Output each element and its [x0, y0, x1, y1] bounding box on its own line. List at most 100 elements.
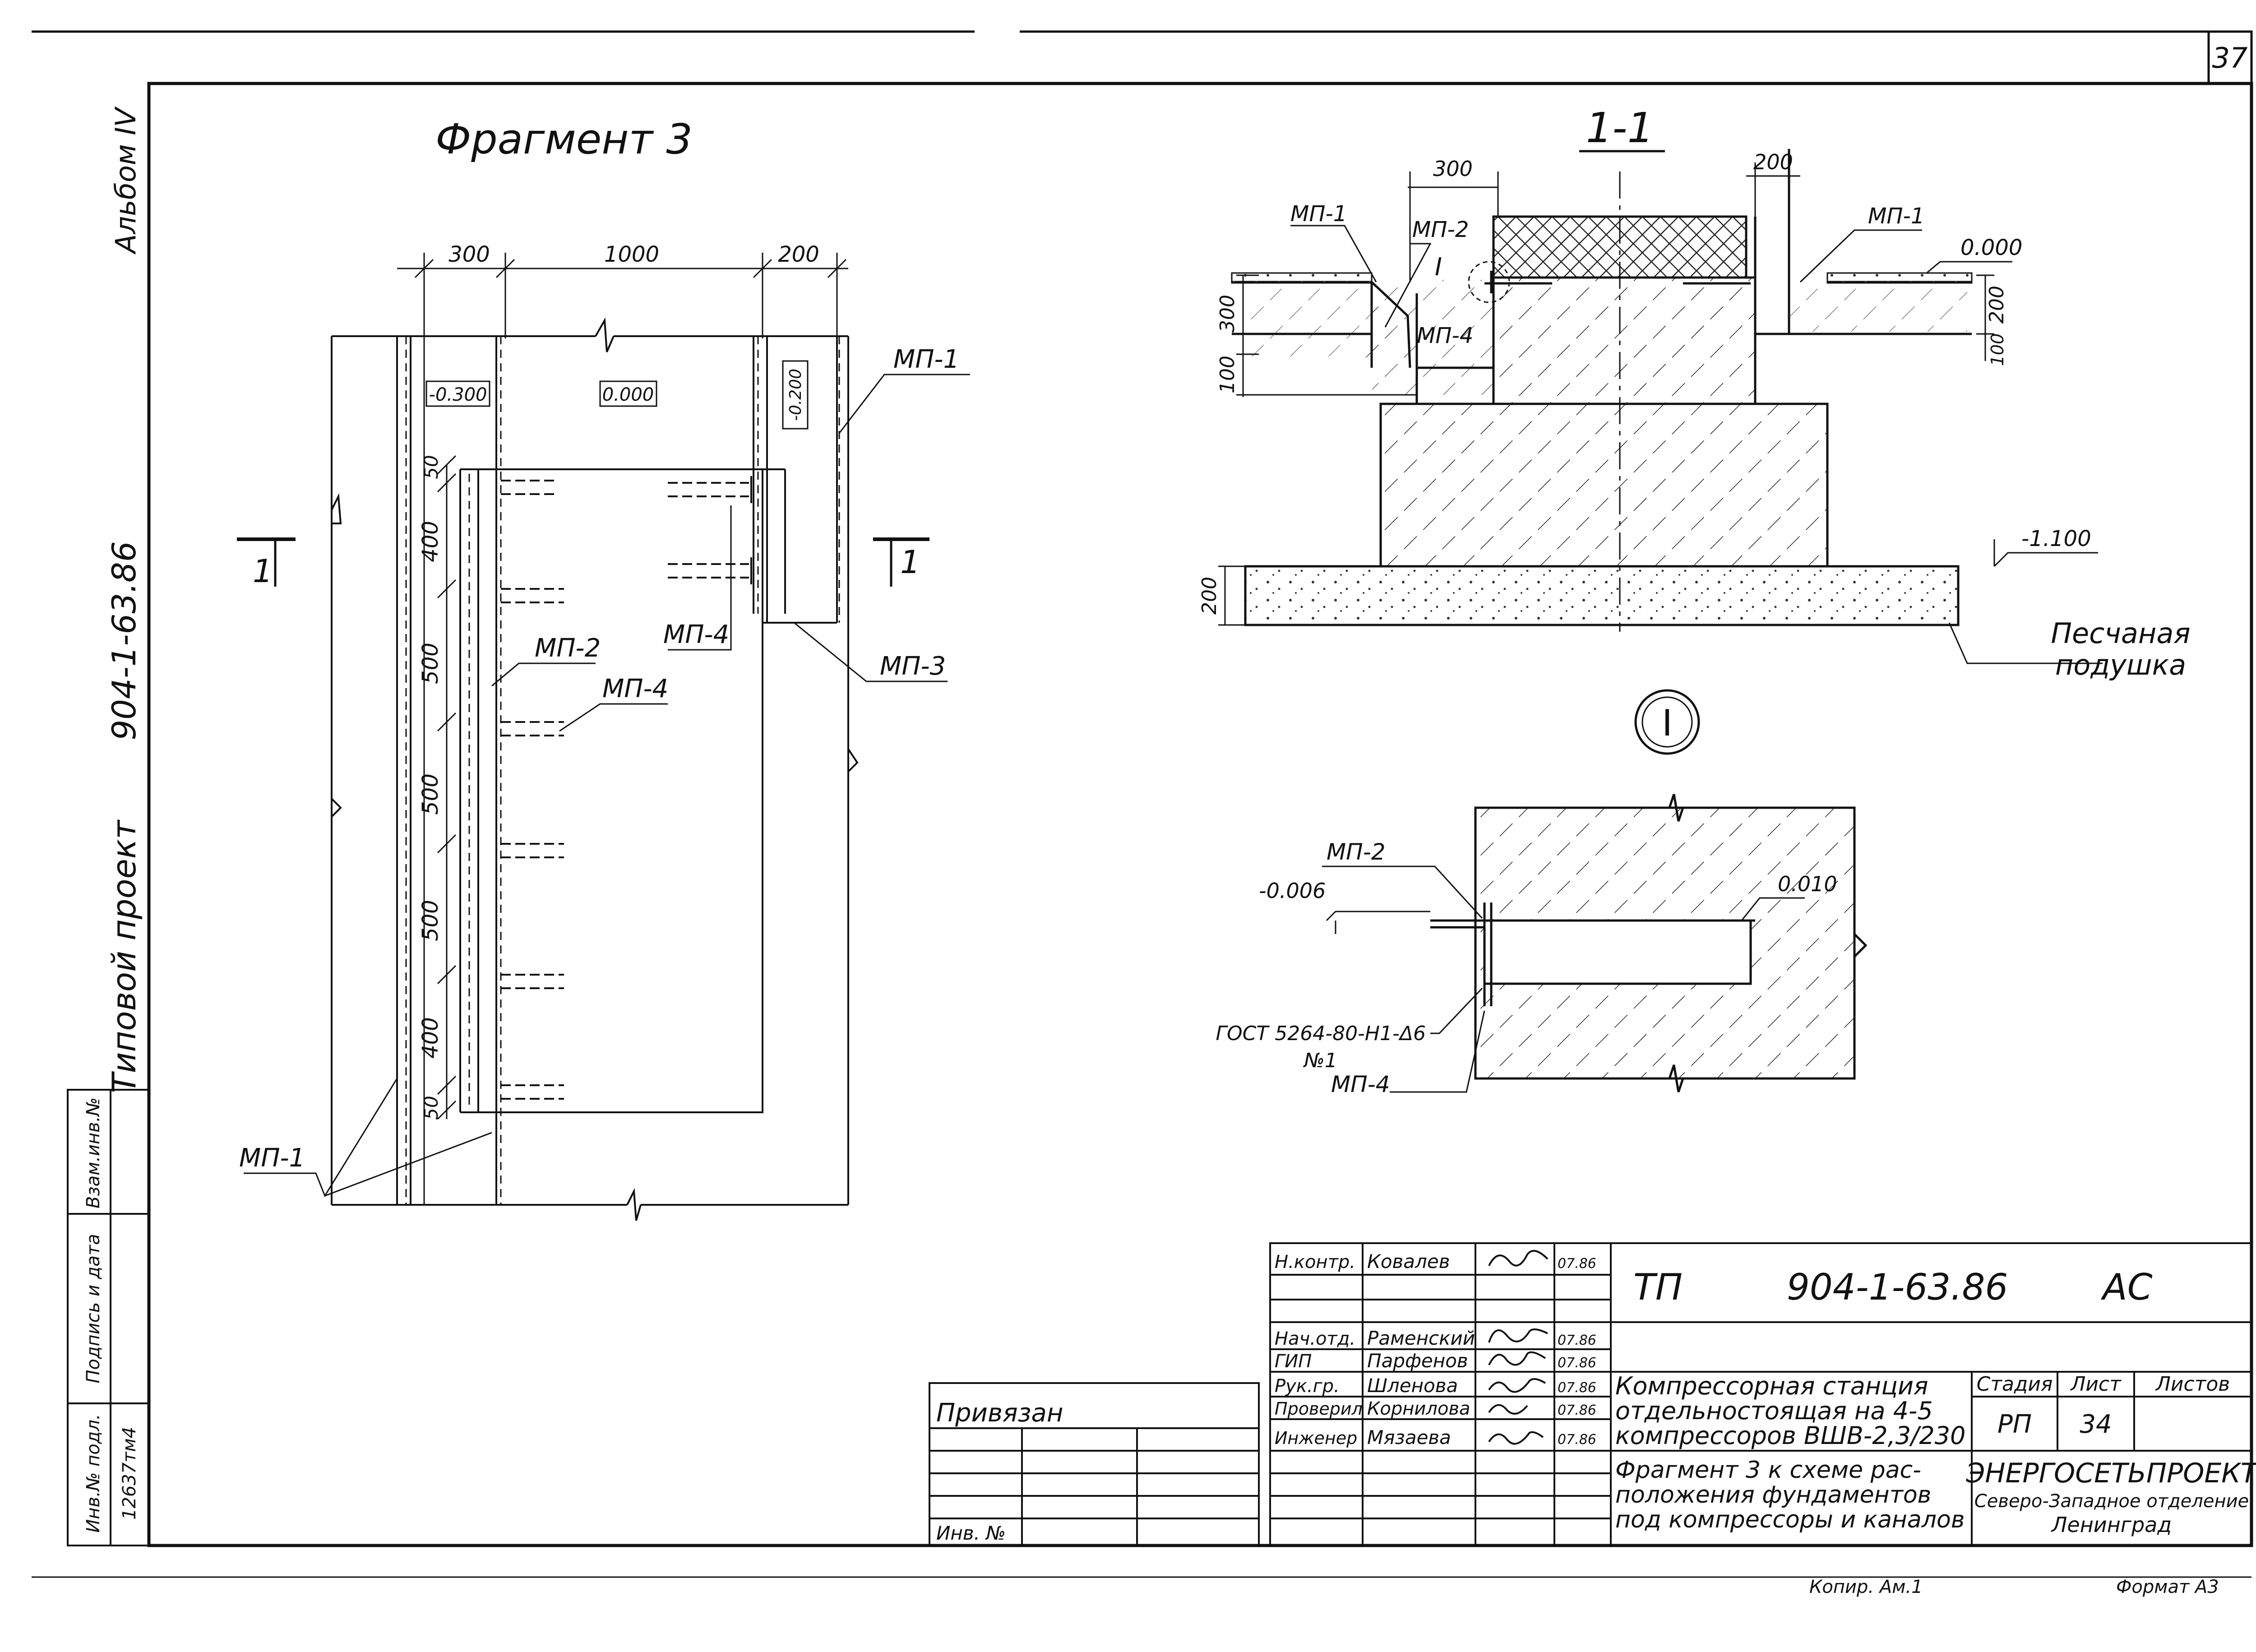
signatures	[1488, 1250, 1549, 1445]
detail-mark-right: 0.010	[1778, 872, 1837, 896]
section-dim-left-300: 300	[1216, 295, 1239, 333]
section-label-mp1-left: МП-1	[1290, 201, 1347, 227]
org-city: Ленинград	[2051, 1513, 2172, 1537]
role-2: Нач.отд.	[1275, 1328, 1355, 1349]
date-2: 07.86	[1558, 1333, 1596, 1348]
svg-text:50: 50	[420, 1096, 442, 1120]
sheet-header: Лист	[2070, 1373, 2122, 1396]
node-detail: I МП-2 -0.006 0.010 ГОСТ 5264-80-Н1-Δ6 №…	[1216, 689, 1868, 1097]
project-type-side: Типовой проект	[105, 819, 143, 1093]
date-3: 07.86	[1558, 1355, 1596, 1371]
dim-top-1000: 1000	[604, 242, 659, 267]
object-title-3: компрессоров ВШВ-2,3/230	[1615, 1421, 1965, 1450]
label-mp4-a: МП-4	[602, 674, 668, 703]
role-4: Рук.гр.	[1275, 1376, 1340, 1397]
mark-0000: 0.000	[602, 384, 654, 405]
side-labels: Альбом IV 904-1-63.86 Типовой проект	[105, 106, 143, 1093]
name-0: Ковалев	[1367, 1250, 1450, 1273]
date-0: 07.86	[1558, 1256, 1596, 1272]
org-branch: Северо-Западное отделение	[1974, 1491, 2249, 1512]
name-2: Раменский	[1367, 1327, 1475, 1349]
detail-label-mp2: МП-2	[1327, 839, 1386, 865]
role-5: Проверил	[1275, 1399, 1363, 1419]
detail-gost: ГОСТ 5264-80-Н1-Δ6	[1216, 1022, 1426, 1045]
stamp-label-sign: Подпись и дата	[83, 1234, 104, 1383]
sheet-number-box: 37	[2207, 30, 2253, 85]
label-mp4-b: МП-4	[663, 620, 729, 649]
footer-copied: Копир. Ам.1	[1809, 1577, 1923, 1597]
sheet-number: 37	[2212, 42, 2248, 74]
doc-code-tp: ТП	[1633, 1266, 1683, 1308]
org-name: ЭНЕРГОСЕТЬПРОЕКТ	[1965, 1458, 2256, 1489]
date-6: 07.86	[1558, 1432, 1596, 1448]
label-mp3: МП-3	[880, 652, 946, 681]
label-mp1-bottom: МП-1	[239, 1143, 305, 1173]
detail-weld: №1	[1303, 1049, 1337, 1072]
privyazan-label: Привязан	[936, 1398, 1063, 1428]
date-5: 07.86	[1558, 1402, 1596, 1418]
album-label: Альбом IV	[109, 106, 142, 255]
section-label-mp4: МП-4	[1417, 323, 1473, 348]
section-dim-cushion: 200	[1198, 577, 1221, 615]
title-block: Привязан Инв. № Н.контр. Ковалев 07.86 Н…	[929, 1242, 2256, 1546]
section-mark-left: 1	[253, 553, 273, 590]
section-dim-300: 300	[1433, 157, 1473, 181]
cushion-label-1: Песчаная	[2051, 617, 2190, 650]
mark-minus-0200: -0.200	[786, 369, 805, 421]
stamp-label-inv: Инв.№ подл.	[83, 1414, 104, 1532]
sheets-header: Листов	[2155, 1373, 2230, 1396]
section-mark-right: 1	[900, 544, 920, 581]
name-6: Мязаева	[1367, 1426, 1451, 1448]
fragment-title: Фрагмент 3	[435, 115, 693, 163]
stamp-inv-number: 12637тм4	[119, 1427, 140, 1520]
doc-code-as: АС	[2100, 1266, 2153, 1308]
stamp-label-inv-vz: Взам.инв.№	[83, 1097, 104, 1208]
section-label-mp2: МП-2	[1412, 217, 1469, 242]
svg-text:50: 50	[420, 455, 442, 479]
doc-code-number: 904-1-63.86	[1787, 1266, 2008, 1308]
sheet-title-3: под компрессоры и каналов	[1615, 1506, 1965, 1533]
detail-label-mp4: МП-4	[1331, 1071, 1390, 1097]
section-dim-right-100: 100	[1988, 333, 2007, 366]
side-stamp: Взам.инв.№ Подпись и дата Инв.№ подл. 12…	[67, 1089, 150, 1546]
name-4: Шленова	[1367, 1374, 1458, 1397]
svg-text:400: 400	[418, 521, 443, 562]
detail-mark-left: -0.006	[1259, 879, 1326, 903]
section-dim-right-200: 200	[1985, 286, 2008, 324]
cushion-label-2: подушка	[2055, 648, 2186, 681]
section-label-node: I	[1435, 253, 1442, 281]
dim-top-200: 200	[778, 242, 819, 267]
inv-no-label: Инв. №	[936, 1522, 1006, 1544]
dim-top-300: 300	[448, 242, 490, 267]
sheet-title-1: Фрагмент 3 к схеме рас-	[1615, 1457, 1921, 1484]
section-dim-200: 200	[1753, 150, 1793, 174]
label-mp1-top: МП-1	[893, 345, 959, 374]
stage-value: РП	[1997, 1410, 2032, 1439]
project-code-side: 904-1-63.86	[105, 541, 143, 740]
sheet-frame	[32, 30, 2253, 1578]
mark-zero: 0.000	[1960, 235, 2022, 260]
level-marks: -0.300 0.000 -0.200	[425, 360, 809, 430]
object-title-2: отдельностоящая на 4-5	[1615, 1397, 1933, 1425]
sheet-value: 34	[2080, 1410, 2112, 1439]
role-3: ГИП	[1275, 1351, 1312, 1372]
fragment-plan: Фрагмент 3	[237, 115, 970, 1221]
label-mp2: МП-2	[535, 634, 601, 663]
section-dim-left-100: 100	[1216, 356, 1239, 393]
section-1-1: 1-1	[1198, 104, 2191, 681]
object-title-1: Компрессорная станция	[1615, 1372, 1928, 1400]
name-5: Корнилова	[1367, 1398, 1470, 1419]
sheet-title-2: положения фундаментов	[1615, 1481, 1931, 1509]
role-0: Н.контр.	[1275, 1252, 1355, 1273]
anchor-plates	[495, 474, 752, 1106]
side-dimensions: 50 400 500 500 500 400 50	[418, 455, 443, 1120]
footer-format: Формат А3	[2116, 1577, 2219, 1597]
role-6: Инженер	[1275, 1428, 1357, 1448]
svg-text:500: 500	[418, 900, 443, 941]
date-4: 07.86	[1558, 1380, 1596, 1396]
svg-text:400: 400	[418, 1017, 443, 1059]
section-label-mp1-right: МП-1	[1868, 204, 1924, 229]
stage-header: Стадия	[1977, 1373, 2053, 1396]
svg-text:500: 500	[418, 643, 443, 684]
